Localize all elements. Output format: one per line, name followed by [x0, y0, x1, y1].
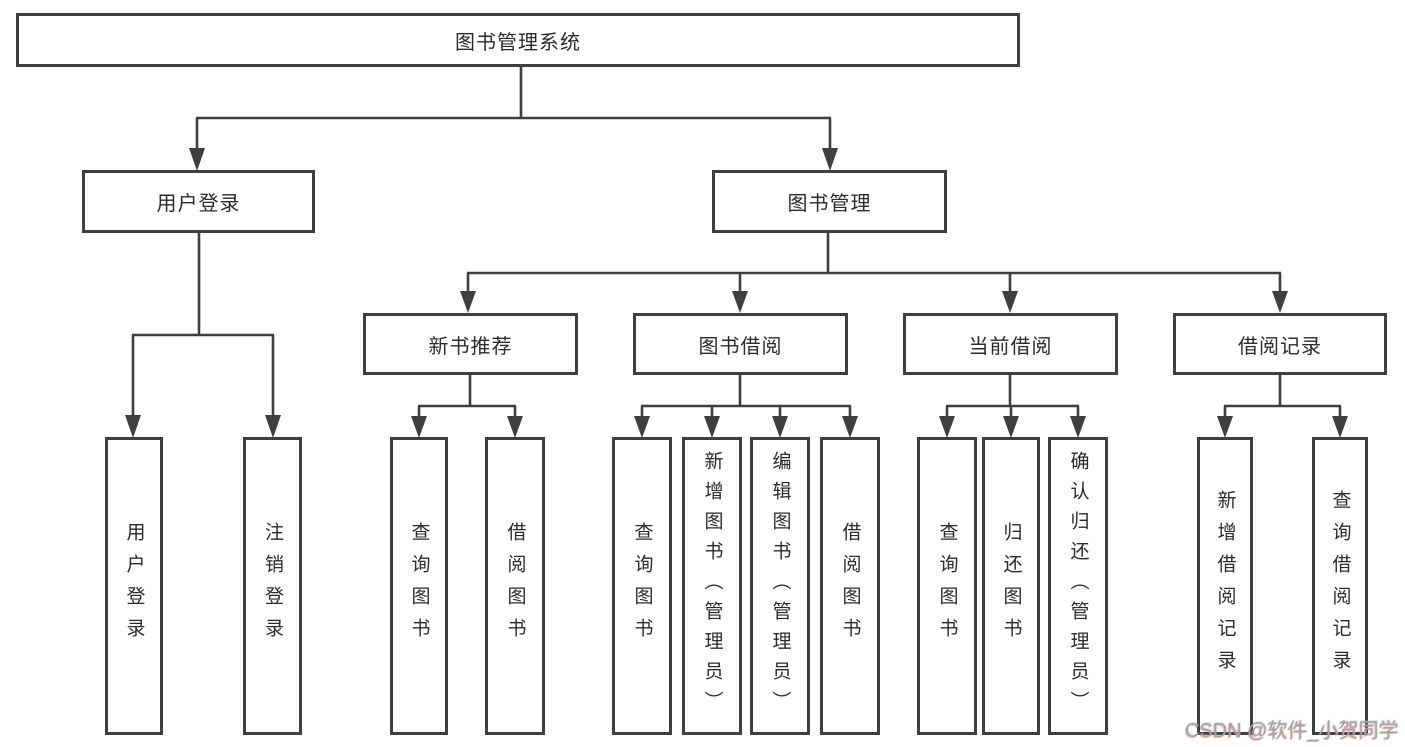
- node-label: 归还图书: [1000, 522, 1022, 650]
- leaf-query-books-borrow: 查询图书: [612, 437, 672, 735]
- node-borrow-records: 借阅记录: [1173, 313, 1387, 375]
- node-current-borrow: 当前借阅: [903, 313, 1118, 375]
- node-book-management: 图书管理: [712, 170, 947, 233]
- node-label: 图书管理: [787, 193, 872, 215]
- node-label: 用户登录: [156, 193, 241, 215]
- csdn-watermark: CSDN @软件_小贺同学: [1185, 720, 1399, 742]
- node-label: 用户登录: [123, 522, 145, 650]
- node-label: 查询图书: [408, 522, 430, 650]
- node-label: 确认归还（管理员）: [1067, 451, 1089, 721]
- leaf-logout: 注销登录: [243, 437, 302, 735]
- leaf-borrow-books-recommend: 借阅图书: [485, 437, 545, 735]
- leaf-edit-books-admin: 编辑图书（管理员）: [750, 437, 810, 735]
- node-label: 注销登录: [262, 522, 283, 650]
- node-label: 新增借阅记录: [1214, 490, 1236, 682]
- node-label: 借阅图书: [839, 522, 861, 650]
- node-label: 查询图书: [631, 522, 653, 650]
- node-new-book-recommend: 新书推荐: [363, 313, 578, 375]
- node-label: 当前借阅: [968, 335, 1053, 358]
- leaf-query-books-recommend: 查询图书: [390, 437, 448, 735]
- leaf-confirm-return-admin: 确认归还（管理员）: [1048, 437, 1108, 735]
- leaf-borrow-books: 借阅图书: [820, 437, 880, 735]
- leaf-query-books-current: 查询图书: [917, 437, 977, 735]
- leaf-add-borrow-record: 新增借阅记录: [1197, 437, 1253, 735]
- node-label: 借阅记录: [1238, 335, 1322, 358]
- node-label: 查询借阅记录: [1329, 490, 1351, 682]
- node-label: 编辑图书（管理员）: [769, 451, 791, 721]
- node-library-system: 图书管理系统: [16, 13, 1020, 67]
- leaf-user-login: 用户登录: [105, 437, 163, 735]
- node-label: 借阅图书: [504, 522, 526, 650]
- node-label: 查询图书: [936, 522, 958, 650]
- node-label: 新书推荐: [428, 335, 513, 358]
- node-user-login: 用户登录: [82, 170, 315, 233]
- node-label: 图书借阅: [698, 335, 783, 358]
- node-book-borrow: 图书借阅: [633, 313, 848, 375]
- node-label: 新增图书（管理员）: [701, 451, 723, 721]
- leaf-return-books: 归还图书: [982, 437, 1040, 735]
- leaf-add-books-admin: 新增图书（管理员）: [682, 437, 742, 735]
- leaf-query-borrow-record: 查询借阅记录: [1312, 437, 1368, 735]
- node-label: 图书管理系统: [455, 31, 581, 54]
